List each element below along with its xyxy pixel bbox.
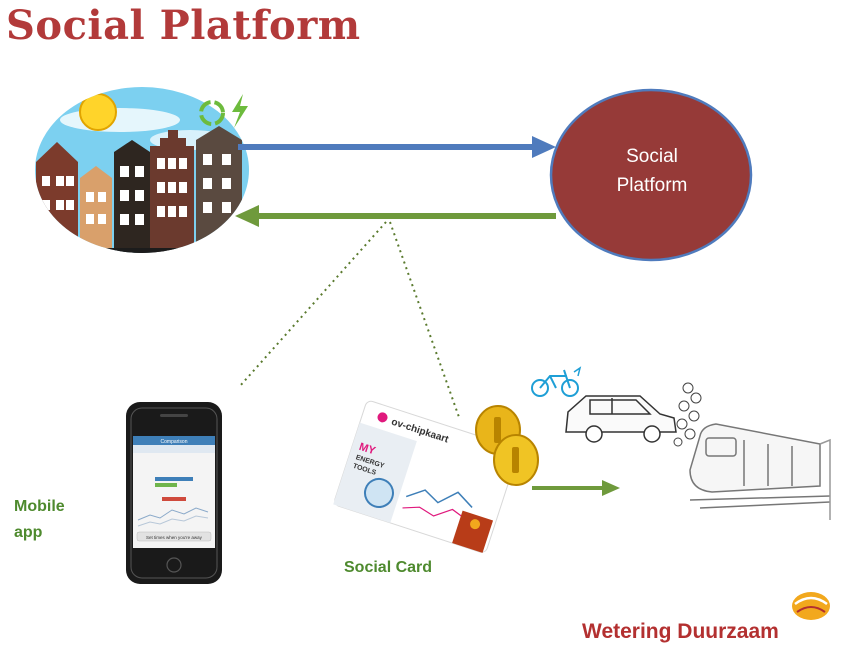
logo-mark	[792, 592, 830, 620]
page-title: Social Platform	[6, 2, 361, 49]
dotted-link-card	[389, 221, 461, 421]
bicycle-icon	[531, 366, 582, 397]
flowers-icon	[673, 382, 702, 447]
lightning-icon	[232, 94, 248, 128]
platform-circle	[549, 88, 753, 262]
social-card-label: Social Card	[344, 559, 433, 576]
city-illustration	[35, 87, 249, 253]
platform-label-line2: Platform	[616, 175, 688, 196]
phone-button-text: Set times when you're away	[146, 535, 203, 540]
transport-arrow-head	[602, 480, 620, 496]
car-icon	[565, 395, 677, 443]
card-my-text: MY	[357, 441, 377, 458]
green-arrow-head	[235, 205, 259, 227]
smartphone: Comparison Set times when you're away	[126, 402, 222, 584]
coins-icon	[475, 405, 539, 486]
mobile-app-label: Mobile app	[14, 494, 84, 546]
phone-screen-title: Comparison	[161, 439, 188, 445]
platform-label: Social Platform	[568, 142, 736, 200]
blue-arrow-head	[532, 136, 556, 158]
dotted-link-mobile	[239, 221, 387, 387]
mobile-label-line1: Mobile	[14, 498, 65, 515]
company-logo-text: Wetering Duurzaam	[582, 620, 779, 643]
train-icon	[689, 423, 831, 520]
social-card: ov-chipkaart MY ENERGY TOOLS	[333, 400, 519, 553]
platform-label-line1: Social	[626, 146, 678, 167]
mobile-label-line2: app	[14, 524, 43, 541]
recycle-icon	[199, 100, 225, 126]
